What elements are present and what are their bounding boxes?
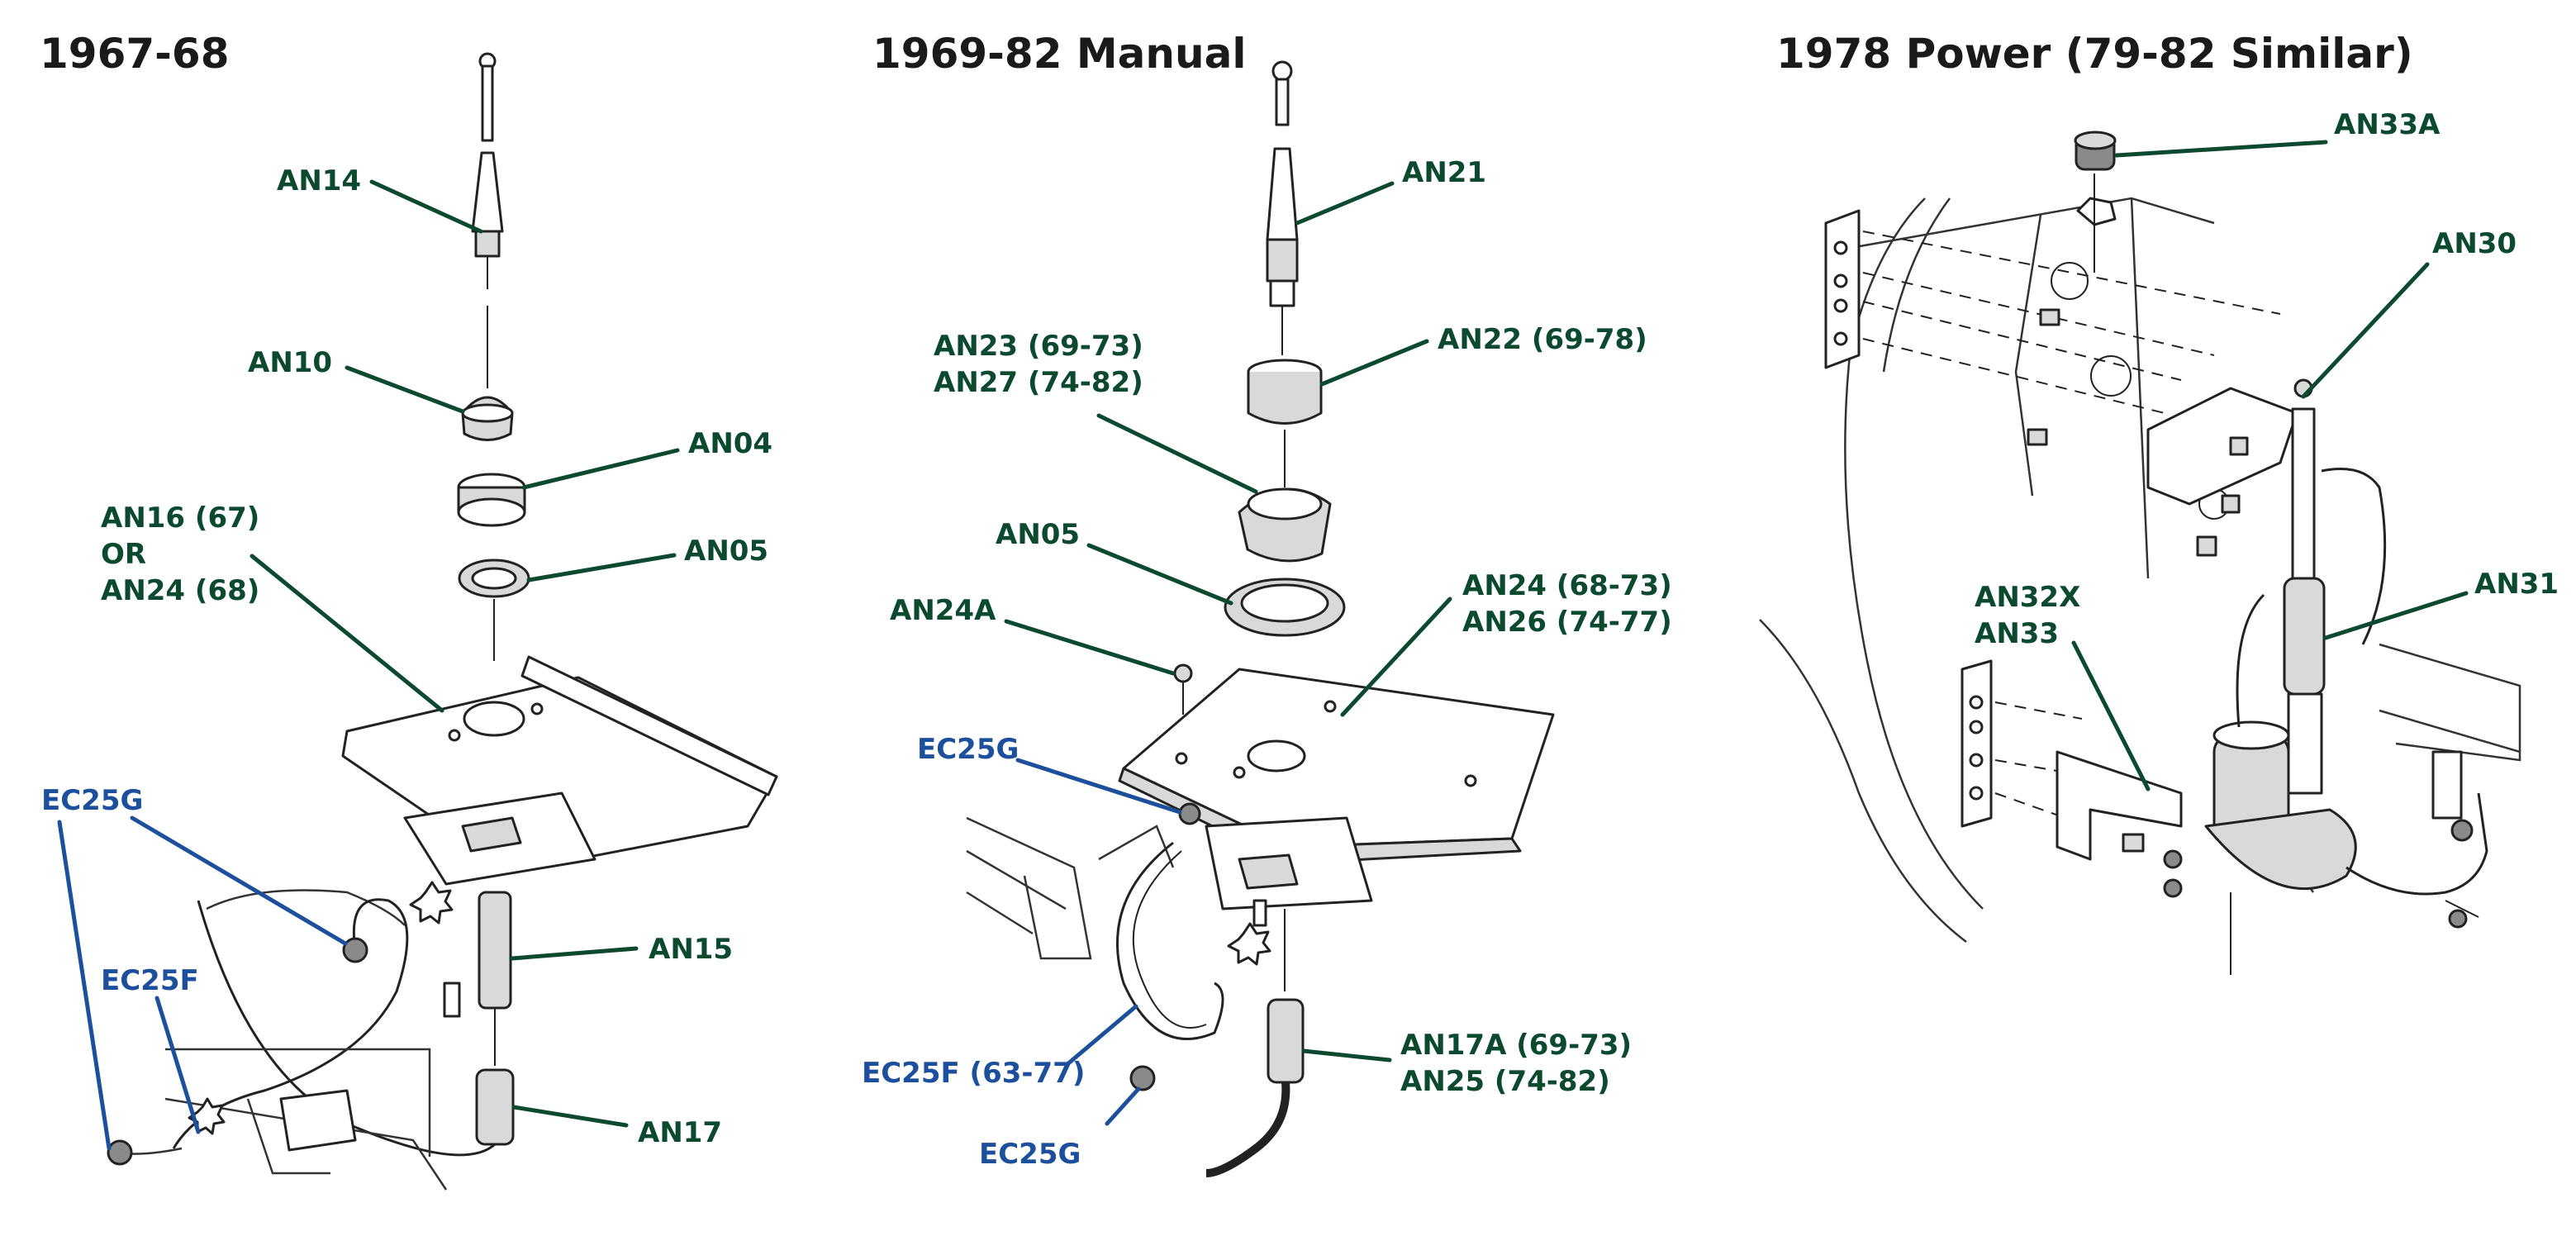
antenna-mast (1266, 60, 1299, 355)
label-an16-line2: OR (101, 538, 146, 571)
bezel-an10 (461, 396, 514, 441)
label-an05: AN05 (684, 535, 768, 568)
label-an24a: AN24A (890, 594, 996, 627)
label-an16-line1: AN16 (67) (101, 502, 259, 535)
label-an14: AN14 (277, 164, 361, 197)
bezel-an22 (1247, 359, 1323, 425)
panel-title: 1978 Power (79-82 Similar) (1776, 30, 2413, 78)
chassis-outline (107, 1048, 448, 1191)
label-an24-line1: AN24 (68-73) (1462, 569, 1672, 602)
cable-assembly (1116, 802, 1305, 1177)
cable-assembly (172, 881, 515, 1157)
gasket-an05 (1224, 578, 1346, 637)
label-an24-line2: AN26 (74-77) (1462, 606, 1672, 639)
panel-1978-power: 1978 Power (79-82 Similar) (1759, 30, 2559, 975)
label-ec25g-bottom: EC25G (979, 1138, 1081, 1171)
label-ec25g: EC25G (41, 784, 143, 817)
label-an17: AN17 (638, 1116, 722, 1149)
gasket-an05 (458, 559, 530, 598)
nut-an04 (457, 473, 526, 527)
pin-an24a (1173, 663, 1193, 715)
label-an33a: AN33A (2334, 108, 2441, 141)
label-an04: AN04 (688, 427, 772, 460)
grommet-an33a (2074, 131, 2117, 273)
label-an17a-line1: AN17A (69-73) (1400, 1029, 1632, 1062)
label-an30: AN30 (2432, 227, 2517, 260)
label-an05: AN05 (996, 518, 1080, 551)
chassis-outline (966, 816, 1175, 960)
panel-title: 1967-68 (40, 30, 230, 78)
label-an22: AN22 (69-78) (1438, 323, 1647, 356)
label-an23-line2: AN27 (74-82) (934, 366, 1143, 399)
label-an16-line3: AN24 (68) (101, 574, 259, 607)
power-antenna-an31 (2204, 378, 2387, 975)
callouts-1978-power: AN33A AN30 AN31 AN32X AN33 (1975, 108, 2559, 792)
cable-assembly (2163, 750, 2488, 929)
label-ec25f: EC25F (101, 964, 199, 997)
label-an10: AN10 (248, 346, 332, 379)
label-an23-line1: AN23 (69-73) (934, 330, 1143, 363)
label-ec25f: EC25F (63-77) (862, 1057, 1085, 1090)
panel-title: 1969-82 Manual (872, 30, 1246, 78)
lower-bracket (403, 792, 596, 886)
wall-bracket-upper (1824, 209, 2281, 446)
callouts-1969-82-manual: AN21 AN22 (69-78) AN23 (69-73) AN27 (74-… (862, 156, 1672, 1171)
panel-1967-68: 1967-68 (40, 30, 778, 1191)
label-an31: AN31 (2474, 568, 2559, 601)
label-an32x-line1: AN32X (1975, 581, 2080, 614)
base-an23 (1238, 487, 1332, 563)
label-an17a-line2: AN25 (74-82) (1400, 1065, 1610, 1098)
lower-bracket (1205, 816, 1373, 910)
motor-bracket (2146, 387, 2298, 557)
callouts-1967-68: AN14 AN10 AN04 AN05 AN16 (67) OR AN24 (6… (41, 164, 772, 1151)
label-ec25g-top: EC25G (917, 733, 1019, 766)
wall-bracket-lower (1961, 659, 2183, 861)
antenna-mast (471, 52, 504, 388)
label-an32x-line2: AN33 (1975, 617, 2059, 650)
label-an21: AN21 (1402, 156, 1486, 189)
label-an15: AN15 (649, 933, 733, 966)
panel-1969-82-manual: 1969-82 Manual (862, 30, 1672, 1177)
body-outline (1759, 197, 2521, 943)
